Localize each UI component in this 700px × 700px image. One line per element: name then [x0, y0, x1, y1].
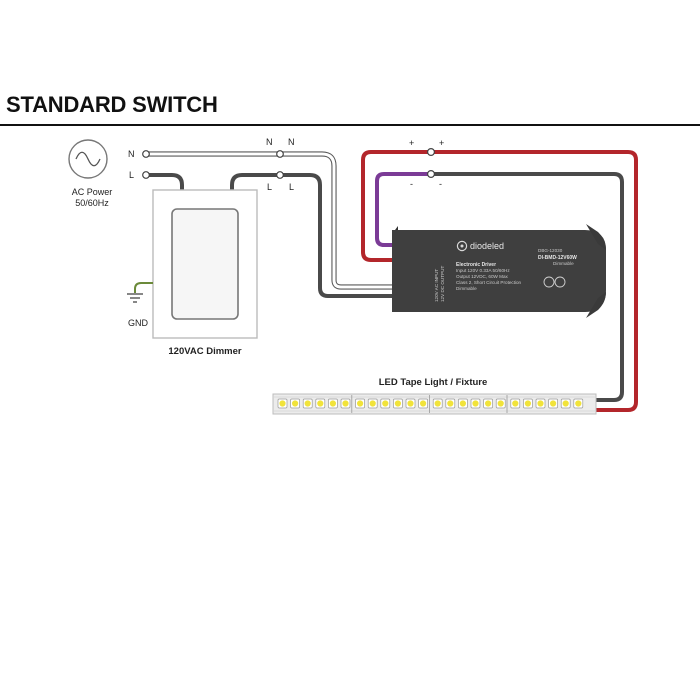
ac-frequency-label: 50/60Hz — [75, 198, 109, 208]
led-emitter — [407, 400, 414, 407]
neutral-wire — [146, 151, 392, 290]
junction-l-right-label: L — [289, 182, 294, 192]
title-divider — [0, 124, 700, 126]
positive-label-left: + — [409, 138, 414, 148]
certification-mark-icon — [543, 276, 566, 288]
purple-wire-negative — [375, 172, 432, 247]
junction-n-left-label: N — [266, 137, 273, 147]
positive-junction — [427, 148, 436, 157]
led-emitter — [317, 400, 324, 407]
driver-spec-line-1: Electronic Driver — [456, 262, 496, 268]
led-emitter — [512, 400, 519, 407]
led-emitter — [537, 400, 544, 407]
driver-spec-line-5: Dimmable — [456, 286, 477, 291]
led-emitter — [550, 400, 557, 407]
negative-junction — [427, 170, 436, 179]
led-emitter — [357, 400, 364, 407]
driver-spec-line-3: Output 12VDC, 60W Max — [456, 274, 509, 279]
page-title: STANDARD SWITCH — [6, 92, 218, 117]
junction-n-right-label: N — [288, 137, 295, 147]
led-emitter — [459, 400, 466, 407]
led-emitter — [497, 400, 504, 407]
dimmer-label: 120VAC Dimmer — [168, 346, 242, 357]
driver-model-line-3: Dimmable — [553, 261, 574, 266]
red-wire-positive — [361, 150, 638, 412]
ground-wire — [134, 282, 153, 293]
led-emitter — [329, 400, 336, 407]
led-emitter — [279, 400, 286, 407]
terminal-l-label: L — [129, 170, 134, 180]
led-emitter — [434, 400, 441, 407]
led-emitter — [342, 400, 349, 407]
dimmer-rocker — [171, 208, 239, 320]
led-emitter — [485, 400, 492, 407]
negative-label-right: - — [439, 179, 442, 189]
driver-model-line-1: DBG-12030 — [538, 248, 563, 253]
junction-l-left-label: L — [267, 182, 272, 192]
driver-brand: diodeled — [470, 241, 504, 251]
led-emitter — [292, 400, 299, 407]
positive-label-right: + — [439, 138, 444, 148]
led-chip-group — [277, 395, 584, 413]
sine-wave-icon — [75, 151, 101, 167]
driver-spec-line-4: Class 2, Short Circuit Protection — [456, 280, 522, 285]
led-emitter — [420, 400, 427, 407]
terminal-dots — [142, 150, 284, 179]
driver-model-line-2: DI-BMD-12V60W — [538, 255, 577, 261]
led-tape-light — [272, 393, 597, 415]
led-emitter — [369, 400, 376, 407]
black-wire-negative — [432, 172, 624, 402]
led-emitter — [575, 400, 582, 407]
terminal-n-label: N — [128, 149, 135, 159]
driver-mounting-tab-right — [586, 224, 606, 250]
led-emitter — [382, 400, 389, 407]
driver-body — [392, 230, 606, 312]
led-tape-label: LED Tape Light / Fixture — [379, 377, 488, 388]
line-wire-dimmed — [230, 173, 392, 298]
dimmer-switch: 120VAC Dimmer — [152, 189, 258, 357]
led-emitter — [447, 400, 454, 407]
negative-label-left: - — [410, 179, 413, 189]
ground-label: GND — [128, 318, 149, 328]
driver-side-text-input: 120V AC INPUT — [434, 269, 439, 302]
driver-spec-line-2: Input 120V 0.33A 50/60Hz — [456, 268, 510, 273]
driver-side-text-output: 12V DC OUTPUT — [440, 266, 445, 302]
led-emitter — [472, 400, 479, 407]
ground-connection: GND — [127, 282, 153, 328]
led-emitter — [394, 400, 401, 407]
ac-power-label: AC Power — [72, 187, 113, 197]
ac-power-source: AC Power 50/60Hz N L — [68, 139, 135, 208]
led-emitter — [562, 400, 569, 407]
led-driver: 120V AC INPUT 12V DC OUTPUT diodeled Ele… — [392, 224, 606, 318]
line-wire-input — [146, 173, 184, 190]
led-emitter — [524, 400, 532, 407]
diodeled-logo-icon — [456, 240, 468, 252]
led-emitter — [304, 400, 311, 407]
